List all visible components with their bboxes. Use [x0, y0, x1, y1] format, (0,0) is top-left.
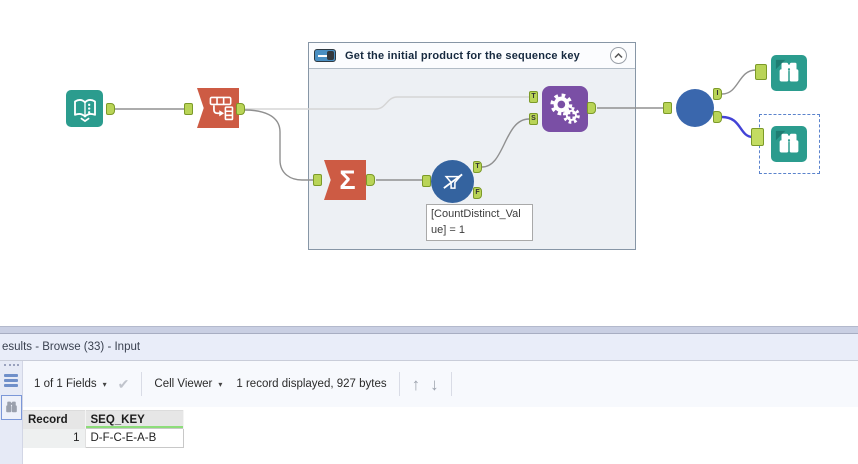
toggle-line — [318, 55, 327, 57]
filter-annotation[interactable]: [CountDistinct_Val ue] = 1 — [426, 204, 533, 241]
input-anchor-selected[interactable] — [751, 128, 764, 146]
output-anchor-true[interactable]: T — [473, 161, 482, 173]
annotation-line: ue] = 1 — [431, 224, 465, 236]
gears-icon — [550, 93, 580, 124]
browse-tool-bottom[interactable] — [771, 126, 807, 162]
apply-check-icon[interactable]: ✔ — [117, 375, 130, 392]
column-header-record[interactable]: Record — [23, 410, 86, 429]
cell-viewer-dropdown[interactable]: Cell Viewer — [154, 378, 213, 390]
scroll-up-button[interactable]: ↑ — [411, 374, 421, 394]
output-anchor[interactable] — [366, 174, 375, 186]
annotation-line: [CountDistinct_Val — [431, 208, 521, 220]
fields-dropdown[interactable]: 1 of 1 Fields — [34, 378, 97, 390]
chevron-up-icon — [614, 52, 623, 58]
string-type-underline — [85, 426, 183, 428]
column-header-seq-key[interactable]: SEQ_KEY — [85, 410, 184, 429]
record-status: 1 record displayed, 927 bytes — [236, 378, 387, 390]
transpose-tool[interactable] — [197, 88, 239, 128]
workflow-canvas[interactable]: Get the initial product for the sequence… — [0, 0, 858, 326]
output-anchor[interactable] — [236, 103, 245, 115]
toggle-knob — [327, 51, 334, 60]
book-icon — [73, 98, 96, 122]
results-side-rail — [0, 361, 23, 464]
container-collapse-button[interactable] — [610, 47, 627, 64]
table-row: 1 D-F-C-E-A-B — [23, 428, 184, 448]
separator — [450, 372, 452, 396]
drag-handle[interactable] — [3, 364, 19, 366]
output-anchor[interactable] — [587, 102, 596, 114]
list-icon — [4, 373, 18, 377]
input-anchor[interactable] — [663, 102, 672, 114]
separator — [398, 372, 400, 396]
metadata-view-button[interactable] — [2, 371, 21, 389]
input-anchor[interactable] — [755, 64, 767, 80]
tool-container-header[interactable]: Get the initial product for the sequence… — [309, 43, 635, 69]
caret-down-icon[interactable]: ▾ — [218, 379, 223, 389]
transpose-icon — [209, 96, 234, 121]
binoculars-icon — [775, 130, 799, 153]
results-table: Record SEQ_KEY 1 D-F-C-E-A-B — [23, 410, 184, 448]
output-anchor[interactable] — [713, 111, 722, 123]
record-number-cell[interactable]: 1 — [23, 428, 86, 448]
input-data-tool[interactable] — [66, 90, 103, 127]
caret-down-icon[interactable]: ▾ — [102, 379, 107, 389]
input-anchor-s[interactable]: S — [529, 113, 538, 125]
summarize-tool[interactable]: Σ — [324, 160, 366, 200]
results-toolbar: 1 of 1 Fields ▾ ✔ Cell Viewer ▾ 1 record… — [23, 361, 858, 407]
filter-tool[interactable] — [431, 160, 474, 203]
browse-tool-top[interactable] — [771, 55, 807, 91]
seq-key-cell[interactable]: D-F-C-E-A-B — [84, 428, 184, 448]
scroll-down-button[interactable]: ↓ — [430, 374, 439, 394]
results-title: esults - Browse (33) - Input — [0, 334, 858, 361]
binoculars-icon — [5, 401, 17, 413]
container-enable-toggle[interactable] — [314, 49, 336, 62]
container-title: Get the initial product for the sequence… — [345, 49, 580, 62]
output-anchor-i[interactable]: I — [713, 88, 722, 100]
input-anchor[interactable] — [313, 174, 322, 186]
input-anchor[interactable] — [422, 175, 431, 187]
output-anchor[interactable] — [106, 103, 115, 115]
browse-view-button[interactable] — [0, 395, 22, 420]
panel-divider[interactable] — [0, 326, 858, 334]
separator — [141, 372, 143, 396]
table-header-row: Record SEQ_KEY — [23, 410, 184, 429]
results-panel: esults - Browse (33) - Input — [0, 326, 858, 464]
input-anchor-t[interactable]: T — [529, 91, 538, 103]
blue-circle-macro-tool[interactable] — [676, 89, 714, 127]
sigma-icon: Σ — [339, 164, 356, 195]
funnel-icon — [442, 173, 463, 189]
input-anchor[interactable] — [184, 103, 193, 115]
binoculars-icon — [775, 59, 799, 82]
macro-tool[interactable] — [542, 86, 588, 132]
output-anchor-false[interactable]: F — [473, 187, 482, 199]
